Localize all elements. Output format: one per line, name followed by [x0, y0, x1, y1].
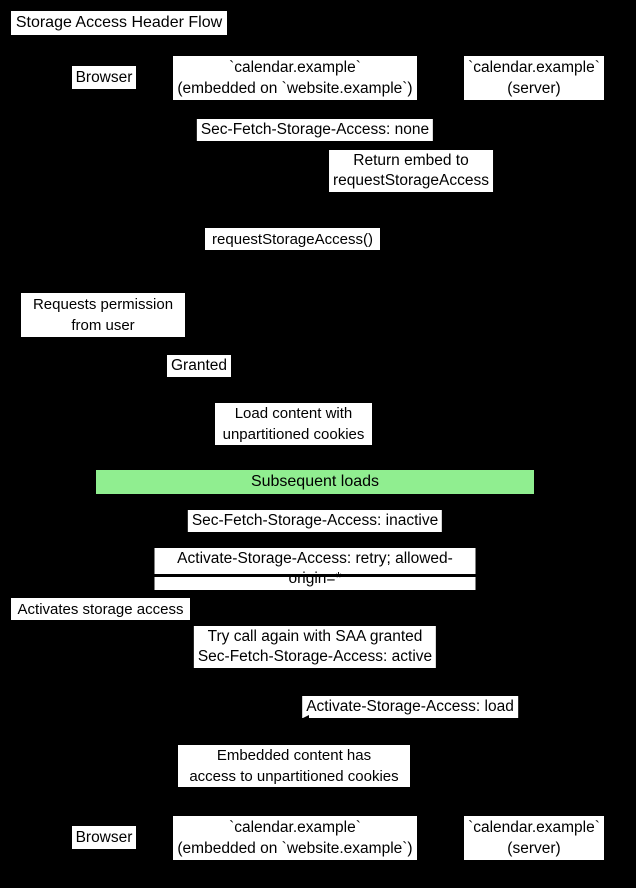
actor-browser-top: Browser — [65, 48, 143, 107]
arrow-line-5 — [104, 536, 527, 539]
note-requests-permission-text: Requests permission from user — [32, 296, 174, 334]
arrowhead-left-2 — [295, 197, 309, 211]
actor-embedded-bottom-label: `calendar.example` (embedded on `website… — [173, 815, 417, 860]
actor-embedded-label: `calendar.example` (embedded on `website… — [173, 55, 417, 100]
message-label-granted: Granted — [166, 355, 232, 377]
actor-browser-label: Browser — [71, 66, 137, 89]
note-request-storage-access-text: requestStorageAccess() — [212, 230, 373, 248]
message-label-asa-load: Activate-Storage-Access: load — [302, 696, 518, 718]
actor-browser-bottom-label: Browser — [71, 826, 137, 849]
lifeline-server — [525, 107, 528, 808]
diagram-title: Storage Access Header Flow — [8, 8, 230, 38]
note-requests-permission: Requests permission from user — [18, 290, 188, 340]
note-request-storage-access: requestStorageAccess() — [202, 225, 383, 253]
note-activates-storage-access: Activates storage access — [8, 595, 193, 623]
note-load-content: Load content with unpartitioned cookies — [212, 400, 375, 448]
lifeline-embedded — [294, 107, 297, 808]
arrowhead-right-5 — [513, 531, 527, 545]
message-label-sfsa-inactive: Sec-Fetch-Storage-Access: inactive — [187, 510, 443, 532]
divider-subsequent-loads: Subsequent loads — [93, 467, 537, 497]
actor-embedded-bottom: `calendar.example` (embedded on `website… — [163, 808, 427, 867]
arrow-line-7 — [104, 680, 527, 683]
message-label-sfsa-none: Sec-Fetch-Storage-Access: none — [196, 119, 434, 141]
message-label-try-again: Try call again with SAA granted Sec-Fetc… — [193, 626, 437, 668]
actor-server-bottom: `calendar.example` (server) — [445, 808, 623, 867]
arrowhead-right-7 — [513, 675, 527, 689]
arrow-line-8 — [295, 720, 527, 723]
arrow-line-1 — [104, 145, 527, 148]
actor-server-label: `calendar.example` (server) — [464, 55, 604, 100]
arrow-line-6 — [104, 574, 527, 577]
arrow-line-4 — [104, 378, 295, 381]
actor-browser-bottom: Browser — [65, 808, 143, 867]
arrow-line-2 — [295, 202, 527, 205]
arrowhead-left-3 — [104, 265, 118, 279]
arrowhead-right-1 — [513, 140, 527, 154]
lifeline-browser — [103, 107, 106, 808]
note-embedded-access-text: Embedded content has access to unpartiti… — [189, 747, 399, 785]
arrowhead-left-8 — [295, 715, 309, 729]
divider-subsequent-loads-text: Subsequent loads — [250, 473, 380, 490]
message-label-return-embed: Return embed to requestStorageAccess — [329, 150, 493, 192]
note-load-content-text: Load content with unpartitioned cookies — [222, 405, 365, 443]
arrowhead-left-6 — [104, 569, 118, 583]
message-label-asa-retry: Activate-Storage-Access: retry; allowed-… — [154, 548, 476, 590]
diagram-title-text: Storage Access Header Flow — [15, 14, 223, 31]
actor-embedded-top: `calendar.example` (embedded on `website… — [163, 48, 427, 107]
actor-server-top: `calendar.example` (server) — [445, 48, 623, 107]
note-activates-storage-access-text: Activates storage access — [17, 600, 184, 618]
arrowhead-right-4 — [281, 373, 295, 387]
actor-server-bottom-label: `calendar.example` (server) — [464, 815, 604, 860]
note-embedded-access: Embedded content has access to unpartiti… — [175, 742, 413, 790]
arrow-line-3 — [104, 270, 295, 273]
